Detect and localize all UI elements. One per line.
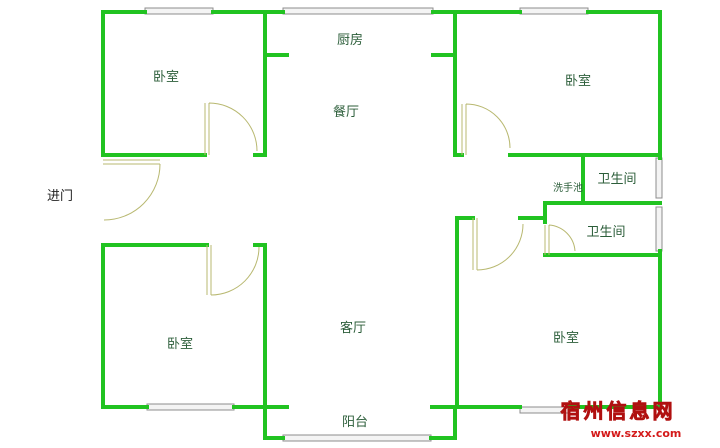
- door-top-left-bedroom: [204, 102, 258, 155]
- walls: [101, 10, 662, 440]
- windows: [144, 7, 663, 442]
- door-top-right-bedroom: [461, 103, 511, 155]
- window-right-bath-lower: [655, 206, 663, 252]
- room-label-bedroom-top-right: 卧室: [565, 73, 591, 89]
- watermark-logo: 宿州信息网 www.szxx.com: [560, 399, 682, 440]
- room-label-kitchen: 厨房: [337, 32, 363, 48]
- door-bottom-left-bedroom: [206, 245, 260, 296]
- room-label-bedroom-bottom-left: 卧室: [167, 336, 193, 352]
- room-label-bathroom-upper: 卫生间: [597, 172, 636, 187]
- room-label-bathroom-lower: 卫生间: [586, 225, 625, 240]
- window-bottom-right: [519, 406, 571, 414]
- window-balcony: [282, 434, 432, 442]
- doors: [103, 102, 576, 296]
- room-label-washbasin: 洗手池: [553, 181, 583, 194]
- watermark-title: 宿州信息网: [561, 399, 676, 423]
- window-top-right: [519, 7, 589, 15]
- watermark-url: www.szxx.com: [591, 427, 682, 440]
- door-bottom-right-bedroom: [472, 218, 524, 271]
- window-right-bath-upper: [655, 157, 663, 199]
- room-label-living: 客厅: [340, 320, 366, 336]
- door-lower-bathroom: [544, 224, 576, 255]
- window-top-left: [144, 7, 214, 15]
- window-bottom-left: [146, 403, 235, 411]
- room-label-bedroom-bottom-right: 卧室: [553, 330, 579, 346]
- door-entrance: [103, 159, 161, 221]
- room-label-bedroom-top-left: 卧室: [153, 69, 179, 85]
- entrance-label: 进门: [47, 189, 73, 204]
- window-top-kitchen: [282, 7, 434, 15]
- room-label-balcony: 阳台: [342, 415, 368, 430]
- room-label-dining: 餐厅: [333, 104, 359, 120]
